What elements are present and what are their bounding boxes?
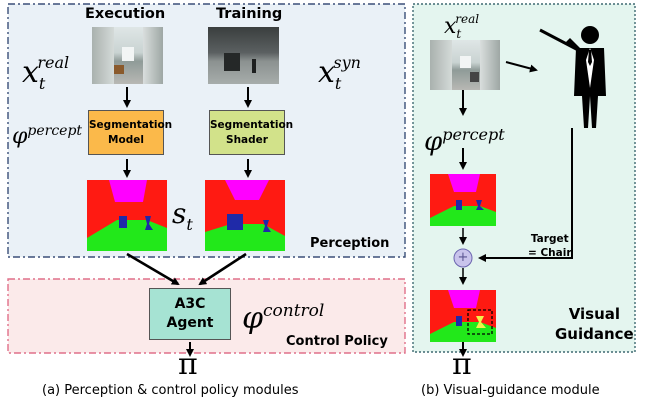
x-real-label: xtreal bbox=[22, 53, 70, 93]
g-seg-map-guided bbox=[430, 290, 496, 342]
g-seg-map bbox=[430, 174, 496, 226]
synthetic-image bbox=[208, 27, 279, 84]
seg-map-training bbox=[205, 180, 285, 251]
pi-left: π bbox=[178, 347, 198, 382]
g-x-real-label: xtreal bbox=[444, 12, 480, 41]
phi-control-label: φcontrol bbox=[242, 301, 325, 336]
arrow-seg-to-agent-right bbox=[198, 252, 247, 286]
arrow-g-real-to-teacher bbox=[505, 61, 538, 73]
pi-right: π bbox=[452, 347, 472, 382]
combine-circle bbox=[453, 248, 473, 268]
g-phi-percept-label: φpercept bbox=[424, 125, 505, 157]
g-real-image bbox=[430, 40, 500, 90]
execution-label: Execution bbox=[85, 6, 166, 22]
arrow-g-teacher-to-plus bbox=[478, 128, 573, 262]
target-label: Target= Chair bbox=[528, 233, 572, 259]
real-image bbox=[92, 27, 163, 84]
x-syn-label: xtsyn bbox=[318, 53, 361, 93]
control-region-label: Control Policy bbox=[286, 334, 388, 349]
seg-map-execution bbox=[87, 180, 167, 251]
caption-right: (b) Visual-guidance module bbox=[421, 383, 600, 398]
phi-percept-label: φpercept bbox=[12, 123, 83, 149]
plus-symbol: + bbox=[457, 250, 469, 265]
s-t-label: st bbox=[172, 197, 193, 235]
perception-region-label: Perception bbox=[310, 236, 390, 251]
caption-left: (a) Perception & control policy modules bbox=[42, 383, 299, 398]
teacher-icon bbox=[539, 26, 606, 128]
training-label: Training bbox=[216, 6, 283, 22]
arrow-seg-to-agent-left bbox=[126, 252, 180, 286]
